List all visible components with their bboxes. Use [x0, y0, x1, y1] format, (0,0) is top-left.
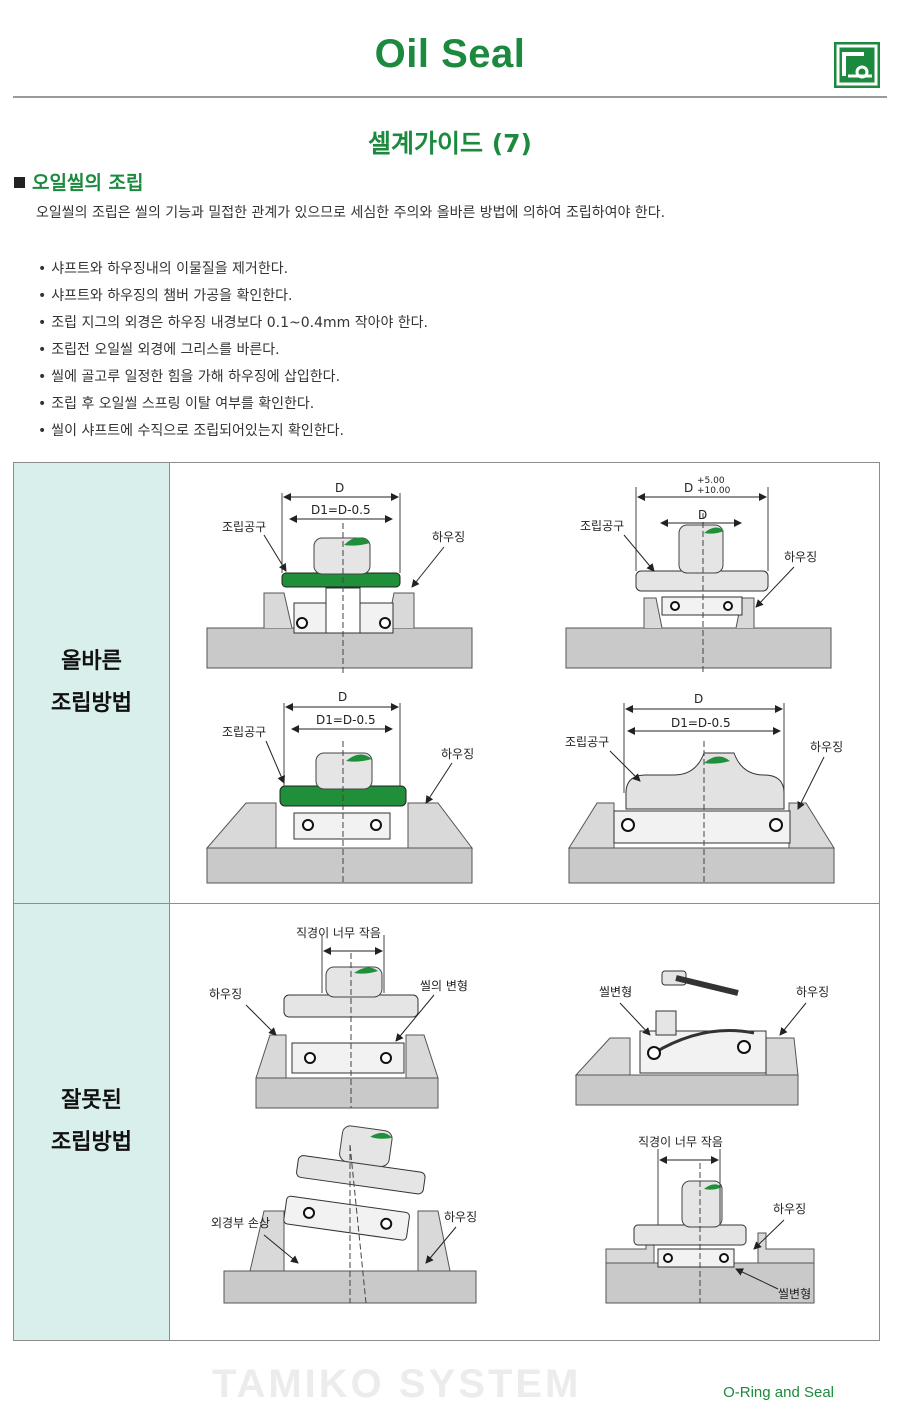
row-divider — [14, 903, 879, 904]
label-tool: 조립공구 — [222, 520, 266, 534]
label-housing: 하우징 — [796, 985, 829, 999]
dim-label-d: D — [694, 692, 703, 706]
list-item: 조립 지그의 외경은 하우징 내경보다 0.1~0.4mm 작아야 한다. — [38, 310, 428, 337]
dim-label-d: D — [335, 481, 344, 495]
label-tool: 조립공구 — [580, 519, 624, 533]
label-housing: 하우징 — [432, 530, 465, 544]
label-tool: 조립공구 — [565, 735, 609, 749]
label-housing: 하우징 — [441, 747, 474, 761]
correct-method-label-1: 올바른 — [61, 649, 122, 674]
tolerance-minus: +10.00 — [697, 486, 731, 496]
diagram-wrong-1: 직경이 너무 작음 하우징 씰의 변형 — [209, 926, 468, 1109]
label-housing: 하우징 — [773, 1202, 806, 1216]
label-housing: 하우징 — [810, 740, 843, 754]
dim-label-d: D — [338, 690, 347, 704]
list-item: 조립 후 오일씰 스프링 이탈 여부를 확인한다. — [38, 391, 428, 418]
wrong-method-label-1: 잘못된 — [61, 1088, 122, 1113]
label-tool: 조립공구 — [222, 725, 266, 739]
label-housing: 하우징 — [784, 550, 817, 564]
assembly-method-table: 올바른 조립방법 잘못된 조립방법 — [13, 462, 880, 1341]
section-heading: 오일씰의 조립 — [14, 168, 144, 195]
dim-label-d: D — [698, 508, 707, 522]
diagram-wrong-4: 직경이 너무 작음 하우징 씰변형 — [605, 1135, 815, 1304]
label-housing: 하우징 — [444, 1210, 477, 1224]
intro-paragraph: 오일씰의 조립은 씰의 기능과 밀접한 관계가 있으므로 세심한 주의와 올바른… — [36, 205, 666, 221]
wrong-method-label-2: 조립방법 — [51, 1130, 132, 1155]
square-bullet-icon — [14, 177, 25, 188]
label-housing: 하우징 — [209, 987, 242, 1001]
diagram-wrong-2: 씰변형 하우징 — [574, 970, 829, 1106]
footer-brand: O-Ring and Seal — [723, 1384, 834, 1401]
tolerance-plus: +5.00 — [697, 476, 725, 486]
diagram-correct-1: D D1=D-0.5 조립공구 하우징 — [206, 481, 473, 673]
list-item: 샤프트와 하우징의 챔버 가공을 확인한다. — [38, 283, 428, 310]
label-seal-deform: 씰변형 — [599, 985, 632, 999]
diagram-correct-4: D D1=D-0.5 조립공구 하우징 — [565, 692, 843, 884]
row-label-column — [14, 463, 170, 1340]
header-divider — [13, 96, 887, 98]
label-too-small: 직경이 너무 작음 — [638, 1135, 723, 1149]
list-item: 조립전 오일씰 외경에 그리스를 바른다. — [38, 337, 428, 364]
dim-label-d1: D1=D-0.5 — [316, 713, 376, 727]
dim-label-d1: D1=D-0.5 — [671, 716, 731, 730]
page-title: Oil Seal — [374, 32, 526, 76]
diagram-correct-2: D +5.00 +10.00 D 조립공구 하우징 — [565, 476, 832, 673]
diagram-wrong-3: 외경부 손상 하우징 — [211, 1125, 477, 1304]
section-subtitle: 셀계가이드 (7) — [368, 129, 532, 158]
dim-label-d: D — [684, 481, 693, 495]
dim-label-d1: D1=D-0.5 — [311, 503, 371, 517]
diagram-correct-3: D D1=D-0.5 조립공구 하우징 — [205, 690, 474, 884]
checklist: 샤프트와 하우징내의 이물질을 제거한다. 샤프트와 하우징의 챔버 가공을 확… — [38, 256, 428, 445]
label-seal-deform: 씰변형 — [778, 1287, 811, 1301]
seal-logo-icon — [834, 42, 880, 88]
assembly-diagrams: D D1=D-0.5 조립공구 하우징 D +5.00 — [205, 476, 843, 1304]
footer-watermark: TAMIKO SYSTEM — [212, 1362, 582, 1406]
section-heading-text: 오일씰의 조립 — [32, 172, 144, 194]
label-too-small: 직경이 너무 작음 — [296, 926, 381, 940]
correct-method-label-2: 조립방법 — [51, 691, 132, 716]
list-item: 씰이 샤프트에 수직으로 조립되어있는지 확인한다. — [38, 418, 428, 445]
list-item: 씰에 골고루 일정한 힘을 가해 하우징에 삽입한다. — [38, 364, 428, 391]
label-od-damage: 외경부 손상 — [211, 1216, 270, 1230]
label-seal-deform: 씰의 변형 — [420, 979, 468, 993]
list-item: 샤프트와 하우징내의 이물질을 제거한다. — [38, 256, 428, 283]
